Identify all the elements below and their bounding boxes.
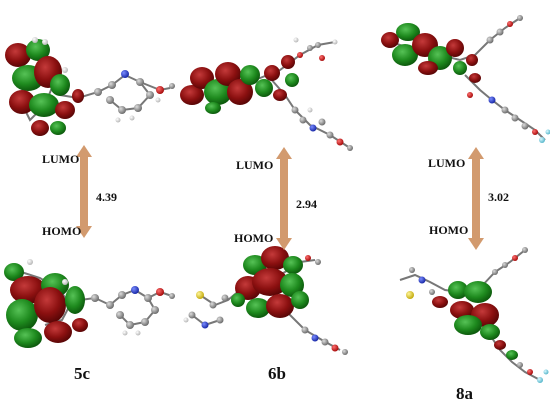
compound-label-6b: 6b <box>268 364 286 383</box>
orbital-lobes <box>432 281 518 360</box>
gap-value-6b: 2.94 <box>296 197 317 211</box>
orbital-lobes <box>5 39 84 136</box>
orbital-lobes <box>180 55 299 114</box>
lumo-label-6b: LUMO <box>236 158 274 172</box>
molecule-6b-homo <box>183 246 348 355</box>
atoms <box>406 247 549 383</box>
gap-value-8a: 3.02 <box>488 190 509 204</box>
atoms <box>183 255 348 355</box>
compound-label-5c: 5c <box>74 364 91 383</box>
atoms <box>467 15 550 143</box>
compound-label-8a: 8a <box>456 384 473 403</box>
homo-label-6b: HOMO <box>234 231 274 245</box>
gap-arrow-5c <box>76 145 92 238</box>
molecule-8a-lumo <box>381 15 550 143</box>
orbital-lobes <box>381 23 481 83</box>
molecule-5c-homo <box>4 259 175 348</box>
atoms <box>291 37 353 151</box>
orbital-lobes <box>4 263 88 348</box>
gap-value-5c: 4.39 <box>96 190 117 204</box>
molecule-5c-lumo <box>5 37 175 136</box>
lumo-label-5c: LUMO <box>42 152 80 166</box>
atoms <box>27 259 175 336</box>
molecule-8a-homo <box>399 247 549 383</box>
orbital-lobes <box>231 246 309 318</box>
atoms <box>32 37 175 123</box>
homo-label-8a: HOMO <box>429 223 469 237</box>
homo-label-5c: HOMO <box>42 224 82 238</box>
gap-arrow-6b <box>276 147 292 250</box>
molecule-6b-lumo <box>180 37 353 151</box>
lumo-label-8a: LUMO <box>428 156 466 170</box>
gap-arrow-8a <box>468 147 484 250</box>
